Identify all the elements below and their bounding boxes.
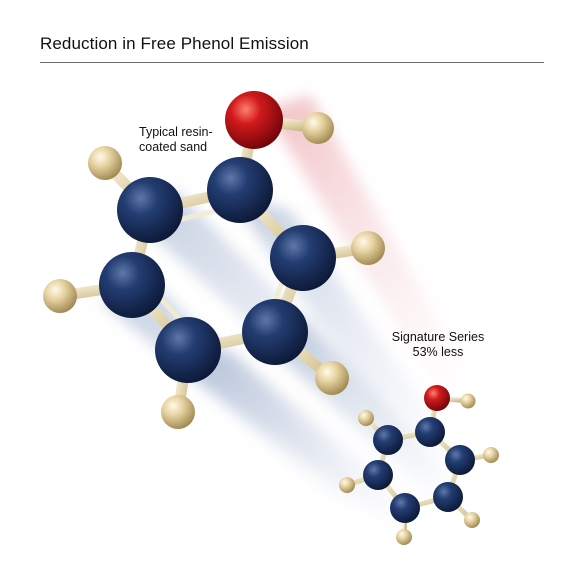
hydrogen-atom (339, 477, 355, 493)
hydrogen-atom (43, 279, 77, 313)
hydrogen-atom (358, 410, 374, 426)
label-line: Signature Series (391, 330, 485, 344)
carbon-atom (155, 317, 221, 383)
carbon-atom (390, 493, 420, 523)
large-molecule-atoms (43, 91, 385, 429)
label-line: 53% less (412, 345, 464, 359)
carbon-atom (242, 299, 308, 365)
carbon-atom (433, 482, 463, 512)
label-line: Typical resin- (139, 125, 213, 139)
hydrogen-atom (464, 512, 480, 528)
hydrogen-atom (351, 231, 385, 265)
hydrogen-atom (483, 447, 499, 463)
label-signature-series: Signature Series 53% less (384, 330, 492, 360)
title-divider (40, 62, 544, 63)
page-title: Reduction in Free Phenol Emission (40, 34, 309, 53)
hydrogen-atom (302, 112, 334, 144)
hydrogen-atom (88, 146, 122, 180)
hydrogen-atom (161, 395, 195, 429)
carbon-atom (373, 425, 403, 455)
hydrogen-atom (315, 361, 349, 395)
oxygen-atom (225, 91, 283, 149)
carbon-atom (117, 177, 183, 243)
carbon-atom (445, 445, 475, 475)
hydrogen-atom (460, 393, 476, 409)
carbon-atom (270, 225, 336, 291)
carbon-atom (207, 157, 273, 223)
label-line: coated sand (139, 140, 208, 154)
trail-blue-4 (170, 350, 430, 530)
carbon-atom (99, 252, 165, 318)
carbon-atom (415, 417, 445, 447)
label-typical-resin-coated-sand: Typical resin- coated sand (139, 125, 213, 155)
oxygen-atom (424, 385, 450, 411)
hydrogen-atom (396, 529, 412, 545)
carbon-atom (363, 460, 393, 490)
small-molecule-atoms (339, 385, 499, 545)
